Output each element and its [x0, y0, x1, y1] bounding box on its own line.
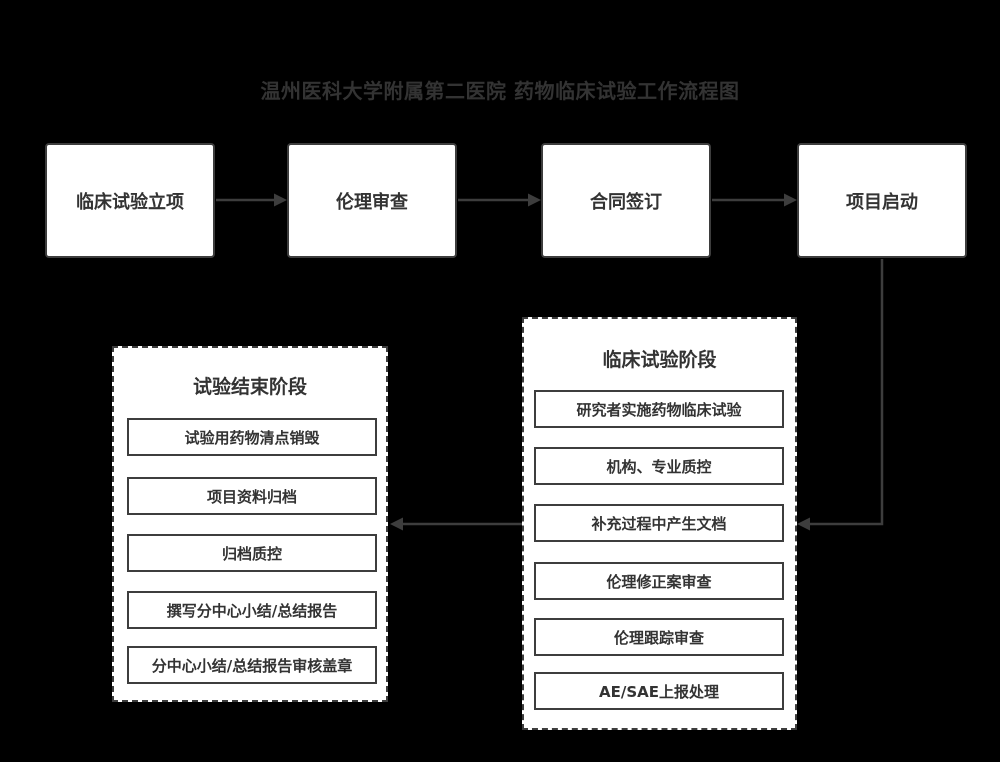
step-write-subcenter-summary-report: 撰写分中心小结/总结报告 [127, 591, 377, 629]
step-archiving-qc: 归档质控 [127, 534, 377, 572]
node-label: 项目启动 [846, 191, 918, 213]
step-institution-specialty-qc: 机构、专业质控 [534, 447, 784, 485]
node-label: 临床试验立项 [76, 191, 184, 213]
step-ae-sae-reporting: AE/SAE上报处理 [534, 672, 784, 710]
panel-end-phase: 试验结束阶段 试验用药物清点销毁 项目资料归档 归档质控 撰写分中心小结/总结报… [112, 346, 388, 702]
diagram-title: 温州医科大学附属第二医院 药物临床试验工作流程图 [260, 79, 740, 103]
step-investigator-conducts-trial: 研究者实施药物临床试验 [534, 390, 784, 428]
node-contract-signing: 合同签订 [541, 143, 711, 258]
arrow-trial-phase-to-end-phase [390, 517, 522, 531]
step-ethics-amendment-review: 伦理修正案审查 [534, 562, 784, 600]
panel-trial-phase-title: 临床试验阶段 [602, 349, 717, 371]
arrow-ethics-to-contract [458, 193, 541, 207]
node-project-initiation: 项目启动 [797, 143, 967, 258]
panel-trial-phase: 临床试验阶段 研究者实施药物临床试验 机构、专业质控 补充过程中产生文档 伦理修… [522, 317, 797, 730]
step-ethics-follow-up-review: 伦理跟踪审查 [534, 618, 784, 656]
node-project-approval: 临床试验立项 [45, 143, 215, 258]
step-drug-inventory-destruction: 试验用药物清点销毁 [127, 418, 377, 456]
node-label: 伦理审查 [336, 191, 408, 213]
arrow-contract-to-initiation [712, 193, 797, 207]
arrow-initiation-to-trial-phase [797, 259, 884, 531]
step-summary-report-review-seal: 分中心小结/总结报告审核盖章 [127, 646, 377, 684]
panel-end-phase-title: 试验结束阶段 [192, 376, 307, 398]
node-ethics-review: 伦理审查 [287, 143, 457, 258]
arrow-approval-to-ethics [216, 193, 287, 207]
step-supplement-process-documents: 补充过程中产生文档 [534, 504, 784, 542]
step-project-data-archiving: 项目资料归档 [127, 477, 377, 515]
node-label: 合同签订 [590, 191, 662, 213]
